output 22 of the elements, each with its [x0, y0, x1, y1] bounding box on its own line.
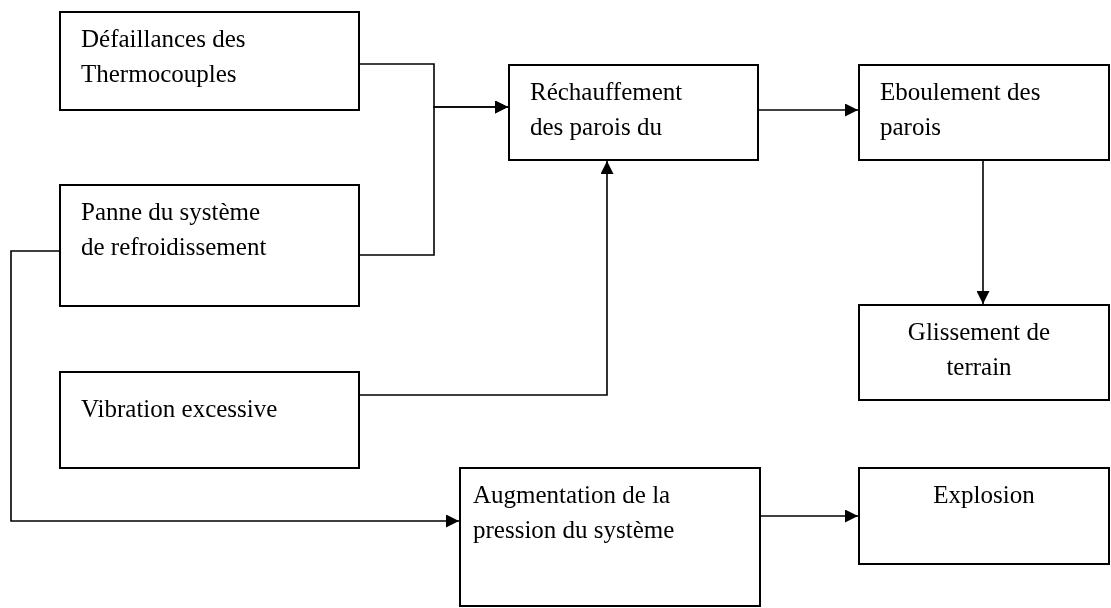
arrow: [359, 160, 614, 396]
arrow: [760, 509, 859, 523]
box-text: Explosion: [933, 480, 1035, 510]
process-box: [858, 304, 1110, 401]
box-text: Panne du système de refroidissement: [81, 197, 268, 262]
process-box: [508, 64, 759, 161]
process-box: [858, 467, 1110, 565]
process-box: [59, 371, 360, 469]
box-text: Eboulement des parois: [880, 77, 1042, 142]
arrow: [10, 250, 460, 528]
box-text: Défaillances des Thermocouples: [81, 24, 247, 89]
arrow: [758, 103, 859, 117]
arrow: [359, 100, 509, 256]
arrow: [976, 160, 990, 305]
box-text: Augmentation de la pression du système: [473, 480, 676, 545]
box-text: Réchauffement des parois du: [530, 77, 684, 142]
process-box: [59, 184, 360, 307]
process-box: [59, 11, 360, 111]
process-box: [858, 64, 1110, 161]
process-box: [459, 467, 761, 607]
box-text: Vibration excessive: [81, 394, 278, 424]
box-text: Glissement de terrain: [906, 317, 1052, 382]
